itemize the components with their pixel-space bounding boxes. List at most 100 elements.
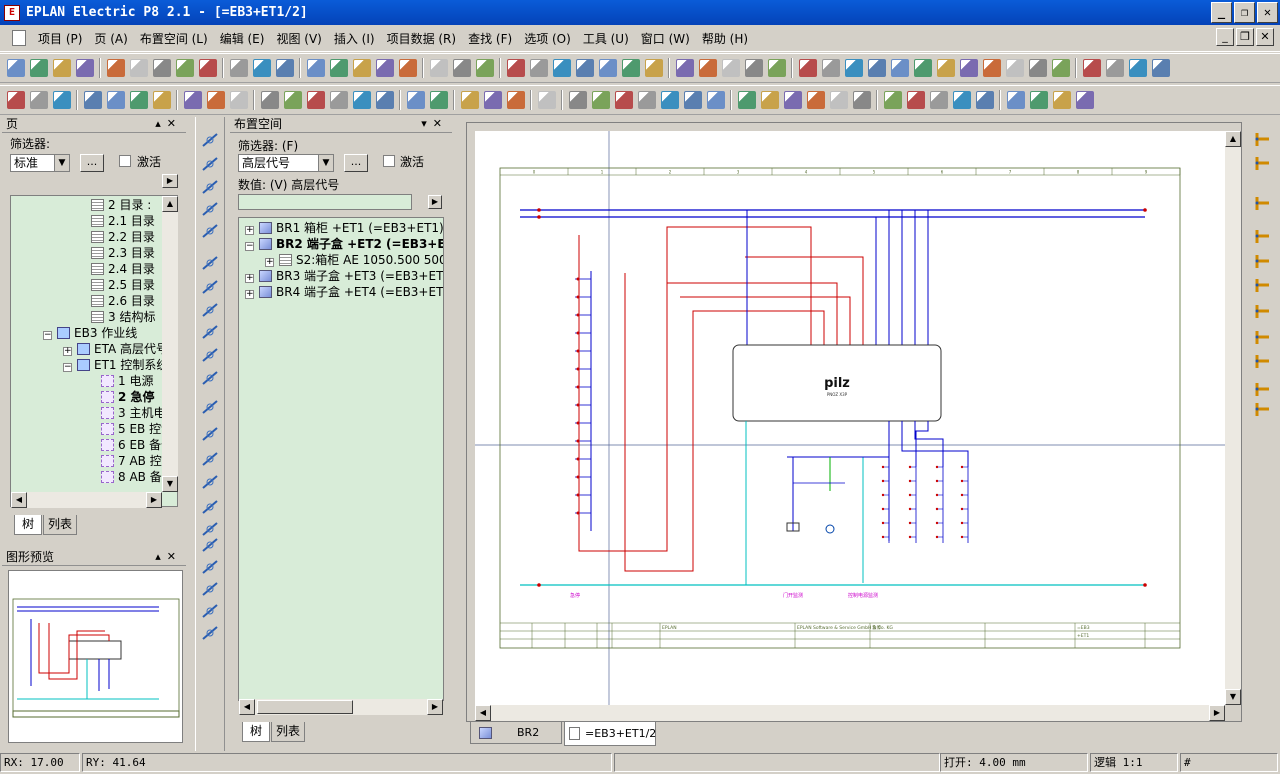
main-tool-44-icon[interactable] xyxy=(1051,59,1070,77)
secondary-tool-20-icon[interactable] xyxy=(483,91,502,109)
main-tool-8-icon[interactable] xyxy=(175,59,194,77)
secondary-tool-37-icon[interactable] xyxy=(906,91,925,109)
tree-item[interactable]: 1 电源 xyxy=(11,373,153,389)
expand-toggle[interactable]: − xyxy=(43,330,52,340)
draw-tool-1-icon[interactable] xyxy=(199,130,223,150)
main-tool-12-icon[interactable] xyxy=(275,59,294,77)
secondary-tool-3-icon[interactable] xyxy=(52,91,71,109)
secondary-tool-5-icon[interactable] xyxy=(106,91,125,109)
main-tool-35-icon[interactable] xyxy=(844,59,863,77)
draw-tool-9-icon[interactable] xyxy=(199,322,223,342)
connection-symbol-11-icon[interactable] xyxy=(1252,400,1274,420)
secondary-tool-28-icon[interactable] xyxy=(683,91,702,109)
secondary-tool-1-icon[interactable] xyxy=(6,91,25,109)
secondary-tool-14-icon[interactable] xyxy=(329,91,348,109)
secondary-tool-44-icon[interactable] xyxy=(1075,91,1094,109)
layout-tree-item[interactable]: +BR1 箱柜 +ET1 (=EB3+ET1) xyxy=(239,220,443,236)
expand-toggle[interactable]: + xyxy=(245,289,254,299)
menu-help[interactable]: 帮助 (H) xyxy=(701,31,749,46)
connection-symbol-6-icon[interactable] xyxy=(1252,276,1274,296)
secondary-tool-36-icon[interactable] xyxy=(883,91,902,109)
activate-checkbox[interactable] xyxy=(119,155,131,167)
draw-tool-10-icon[interactable] xyxy=(199,345,223,365)
menu-tools[interactable]: 工具 (U) xyxy=(582,31,629,46)
connection-symbol-2-icon[interactable] xyxy=(1252,154,1274,174)
main-tool-9-icon[interactable] xyxy=(198,59,217,77)
menu-project[interactable]: 项目 (P) xyxy=(38,31,83,46)
secondary-tool-34-icon[interactable] xyxy=(829,91,848,109)
main-tool-19-icon[interactable] xyxy=(452,59,471,77)
layout-tree-item[interactable]: +S2:箱柜 AE 1050.500 500. xyxy=(239,252,443,268)
tree-item[interactable]: 3 主机电 xyxy=(11,405,165,421)
filter-more-button[interactable]: ... xyxy=(344,154,368,172)
draw-tool-2-icon[interactable] xyxy=(199,154,223,174)
close-button[interactable]: ✕ xyxy=(1257,2,1278,23)
secondary-tool-9-icon[interactable] xyxy=(206,91,225,109)
menu-window[interactable]: 窗口 (W) xyxy=(640,31,690,46)
canvas-vscroll[interactable]: ▲ ▼ xyxy=(1225,131,1241,705)
main-tool-22-icon[interactable] xyxy=(529,59,548,77)
main-tool-17-icon[interactable] xyxy=(398,59,417,77)
expand-toggle[interactable]: + xyxy=(245,225,254,235)
main-tool-23-icon[interactable] xyxy=(552,59,571,77)
draw-tool-19-icon[interactable] xyxy=(199,557,223,577)
filter-select[interactable]: 标准 ▼ xyxy=(10,154,70,172)
menu-view[interactable]: 视图 (V) xyxy=(276,31,322,46)
scroll-down-button[interactable]: ▼ xyxy=(162,476,178,492)
draw-tool-15-icon[interactable] xyxy=(199,472,223,492)
value-input[interactable] xyxy=(238,194,412,210)
main-tool-13-icon[interactable] xyxy=(306,59,325,77)
draw-tool-7-icon[interactable] xyxy=(199,277,223,297)
draw-tool-12-icon[interactable] xyxy=(199,397,223,417)
draw-tool-8-icon[interactable] xyxy=(199,300,223,320)
secondary-tool-7-icon[interactable] xyxy=(152,91,171,109)
tree-item[interactable]: 6 EB 备份 xyxy=(11,437,173,453)
draw-tool-20-icon[interactable] xyxy=(199,579,223,599)
secondary-tool-19-icon[interactable] xyxy=(460,91,479,109)
tree-item[interactable]: 7 AB 控制 xyxy=(11,453,174,469)
expand-toggle[interactable]: + xyxy=(265,257,274,267)
connection-symbol-8-icon[interactable] xyxy=(1252,328,1274,348)
secondary-tool-13-icon[interactable] xyxy=(306,91,325,109)
expand-toggle[interactable]: + xyxy=(63,346,72,356)
secondary-tool-40-icon[interactable] xyxy=(975,91,994,109)
secondary-tool-35-icon[interactable] xyxy=(852,91,871,109)
main-tool-16-icon[interactable] xyxy=(375,59,394,77)
main-tool-45-icon[interactable] xyxy=(1082,59,1101,77)
tree-item[interactable]: 5 EB 控制 xyxy=(11,421,173,437)
tree-item[interactable]: 2.1 目录 xyxy=(11,213,155,229)
layout-tree[interactable]: +BR1 箱柜 +ET1 (=EB3+ET1)−BR2 端子盒 +ET2 (=E… xyxy=(238,217,444,701)
secondary-tool-16-icon[interactable] xyxy=(375,91,394,109)
secondary-tool-42-icon[interactable] xyxy=(1029,91,1048,109)
tree-item[interactable]: 2.3 目录 xyxy=(11,245,155,261)
tree-item[interactable]: 2.5 目录 xyxy=(11,277,155,293)
secondary-tool-6-icon[interactable] xyxy=(129,91,148,109)
main-tool-40-icon[interactable] xyxy=(959,59,978,77)
secondary-tool-18-icon[interactable] xyxy=(429,91,448,109)
main-tool-43-icon[interactable] xyxy=(1028,59,1047,77)
tree-item[interactable]: 2.6 目录 xyxy=(11,293,155,309)
tree-item[interactable]: −ET1 控制系统 xyxy=(11,357,168,373)
layout-tree-item[interactable]: −BR2 端子盒 +ET2 (=EB3+ET2) xyxy=(239,236,443,252)
page-tree-vscroll[interactable]: ▲ ▼ xyxy=(162,196,178,492)
scroll-down-button[interactable]: ▼ xyxy=(1225,689,1241,705)
connection-symbol-5-icon[interactable] xyxy=(1252,252,1274,272)
main-tool-38-icon[interactable] xyxy=(913,59,932,77)
main-tool-42-icon[interactable] xyxy=(1005,59,1024,77)
main-tool-21-icon[interactable] xyxy=(506,59,525,77)
panel-controls[interactable]: ▾✕ xyxy=(421,117,448,130)
draw-tool-11-icon[interactable] xyxy=(199,368,223,388)
mdi-restore-button[interactable]: ❐ xyxy=(1236,28,1254,46)
draw-tool-4-icon[interactable] xyxy=(199,199,223,219)
secondary-tool-38-icon[interactable] xyxy=(929,91,948,109)
secondary-tool-17-icon[interactable] xyxy=(406,91,425,109)
main-tool-5-icon[interactable] xyxy=(106,59,125,77)
draw-tool-6-icon[interactable] xyxy=(199,253,223,273)
panel-controls[interactable]: ▴✕ xyxy=(155,550,182,563)
main-tool-37-icon[interactable] xyxy=(890,59,909,77)
layout-tree-hscroll[interactable]: ◀ ▶ xyxy=(239,699,443,715)
scroll-left-button[interactable]: ◀ xyxy=(11,492,27,508)
scroll-left-button[interactable]: ◀ xyxy=(475,705,491,721)
